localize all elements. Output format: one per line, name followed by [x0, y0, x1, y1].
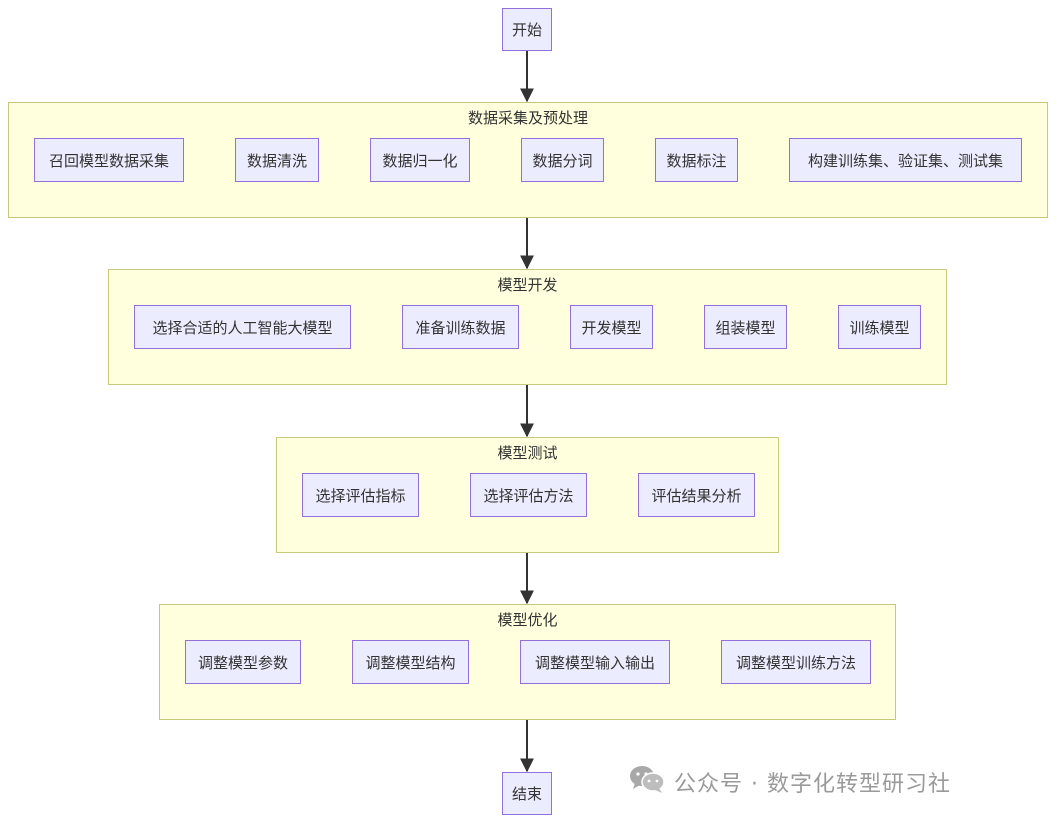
- start-node: 开始: [502, 8, 552, 51]
- watermark: 公众号 · 数字化转型研习社: [628, 764, 951, 800]
- node-tune-params: 调整模型参数: [185, 640, 301, 684]
- cluster-title: 数据采集及预处理: [467, 109, 588, 127]
- node-build-datasets: 构建训练集、验证集、测试集: [789, 138, 1022, 182]
- node-train-model: 训练模型: [838, 305, 921, 349]
- node-data-normalization: 数据归一化: [370, 138, 470, 182]
- node-prepare-training-data: 准备训练数据: [402, 305, 519, 349]
- watermark-text: 公众号 · 数字化转型研习社: [674, 772, 951, 797]
- node-adjust-training-method: 调整模型训练方法: [721, 640, 871, 684]
- node-data-tokenization: 数据分词: [521, 138, 604, 182]
- node-data-cleaning: 数据清洗: [235, 138, 319, 182]
- node-adjust-io: 调整模型输入输出: [520, 640, 670, 684]
- node-develop-model: 开发模型: [570, 305, 653, 349]
- node-select-model: 选择合适的人工智能大模型: [134, 305, 351, 349]
- node-select-metrics: 选择评估指标: [302, 473, 419, 517]
- node-assemble-model: 组装模型: [704, 305, 787, 349]
- wechat-icon: [628, 763, 666, 801]
- cluster-title: 模型测试: [497, 444, 558, 462]
- node-data-annotation: 数据标注: [655, 138, 738, 182]
- node-select-eval-method: 选择评估方法: [470, 473, 587, 517]
- node-recall-data-collection: 召回模型数据采集: [34, 138, 184, 182]
- cluster-title: 模型开发: [497, 276, 558, 294]
- cluster-title: 模型优化: [497, 611, 558, 629]
- node-analyze-results: 评估结果分析: [638, 473, 755, 517]
- end-node: 结束: [502, 772, 552, 815]
- node-adjust-structure: 调整模型结构: [352, 640, 469, 684]
